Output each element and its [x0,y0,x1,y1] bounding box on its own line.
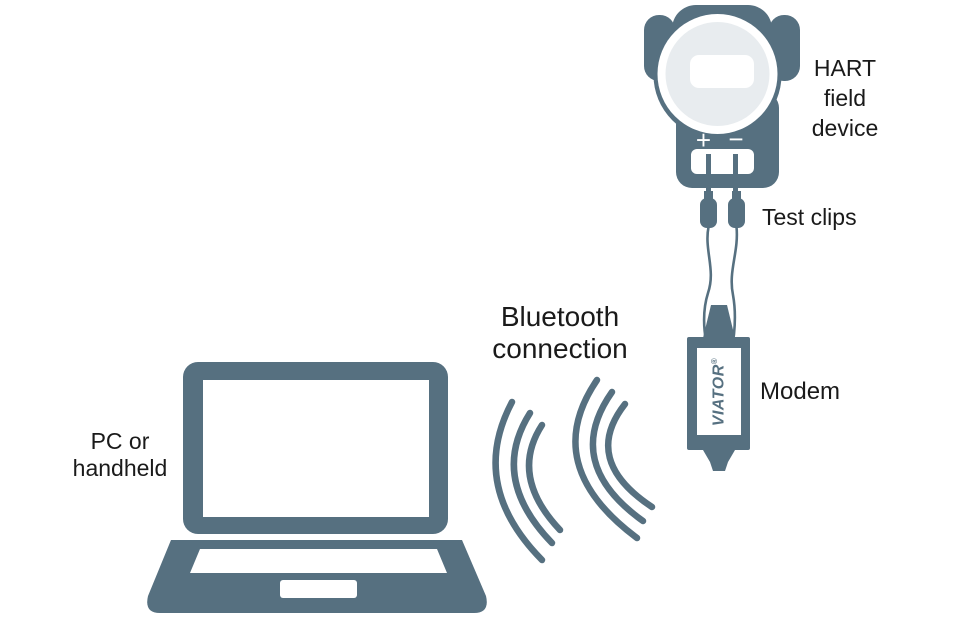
wave-left-outer [492,398,546,564]
test-clips-label: Test clips [762,204,857,230]
wave-left-middle [510,409,556,547]
bluetooth-label-line1: Bluetooth [500,301,620,332]
modem-brand-text: VIATOR® [710,350,728,435]
wave-right-outer [572,376,641,542]
hart-device-label-line1: HART [813,55,877,81]
wave-right-inner [605,400,656,511]
bluetooth-waves-icon [492,376,656,564]
wave-right-middle [589,388,647,525]
wave-left-inner [525,421,564,534]
modem-label: Modem [760,378,841,405]
modem-bottom-connector [703,450,735,471]
clip-wire-left [706,154,711,196]
hart-device-label-line3: device [811,115,879,141]
modem-top-connector [703,305,735,338]
device-display-window [690,55,754,88]
pc-label-line1: PC or [90,428,150,454]
bluetooth-label-line2: connection [492,333,628,364]
laptop-touchpad [280,580,357,598]
clip-right-body [728,198,745,228]
hart-device-label-line2: field [823,85,867,111]
hart-field-device-icon: + − [644,5,800,188]
modem-icon [687,305,750,471]
laptop-screen [203,380,429,517]
terminal-minus: − [728,124,743,154]
clip-wire-right [733,154,738,196]
laptop-keyboard [190,549,447,573]
clip-right-nub [732,191,741,202]
bluetooth-connection-label: Bluetooth connection [485,301,635,365]
clip-left-body [700,198,717,228]
registered-trademark-symbol: ® [710,357,720,365]
modem-brand-name: VIATOR [710,364,728,427]
laptop-icon [147,362,487,613]
hart-device-label: HART field device [795,53,895,143]
terminal-plus: + [696,125,711,155]
modem-label-window [697,348,741,435]
pc-label-line2: handheld [72,455,168,481]
clip-left-nub [704,191,713,202]
pc-handheld-label: PC or handheld [58,428,182,482]
device-terminal-slot [691,149,754,174]
